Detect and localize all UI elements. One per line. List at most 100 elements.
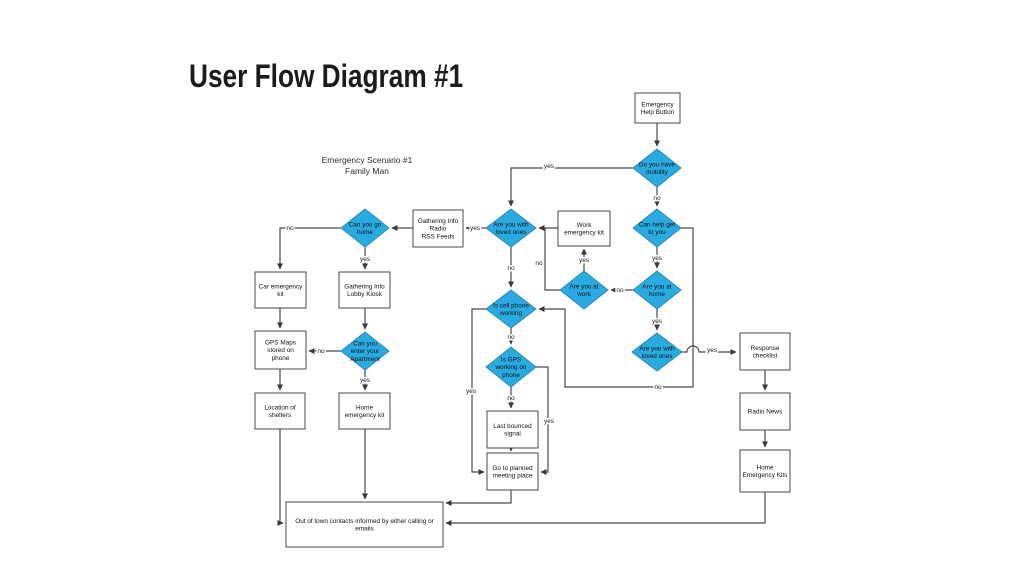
edge-label-no-can-you-enter-your-apartment: no xyxy=(317,348,325,355)
edge-can-help-get-to-you-to-is-cell-phone-working xyxy=(538,227,694,388)
edge-label-no-are-you-with-loved-ones-upper: no xyxy=(507,265,515,272)
edge-label-no-are-you-at-home: no xyxy=(616,287,624,294)
scenario-subtitle: Emergency Scenario #1 Family Man xyxy=(287,155,447,177)
are-you-with-loved-ones-lower-shape xyxy=(631,332,683,372)
work-emergency-kit-shape xyxy=(557,210,611,247)
radio-news-shape xyxy=(739,392,791,431)
can-help-get-to-you-shape xyxy=(632,208,682,248)
edge-home-emergency-kits-to-out-of-town-contacts xyxy=(445,492,766,526)
edge-label-yes-is-gps-working-on-phone: yes xyxy=(544,418,555,425)
edge-are-you-at-work-to-are-you-with-loved-ones-upper xyxy=(544,228,560,291)
gps-maps-stored-on-phone-shape xyxy=(254,330,307,370)
is-cell-phone-working-shape xyxy=(485,289,537,329)
is-gps-working-on-phone-shape xyxy=(485,346,537,388)
edge-label-yes-are-you-with-loved-ones-lower: yes xyxy=(707,347,718,354)
edge-label-no-is-gps-working-on-phone: no xyxy=(507,395,515,402)
edge-can-you-go-home-to-car-emergency-kit xyxy=(277,227,341,270)
do-you-have-mobility-shape xyxy=(632,148,682,188)
edge-labels-layer: no yes yes no yes no yes no yes no yes no yes no no yes… xyxy=(285,162,719,427)
edge-label-yes-can-help-get-to-you: yes xyxy=(652,255,663,262)
edge-label-no-can-you-go-home: no xyxy=(286,225,294,232)
out-of-town-contacts-label: Out of town contacts informed by either … xyxy=(295,518,434,533)
last-bounced-signal-shape xyxy=(486,410,539,449)
go-to-planned-meeting-place-shape xyxy=(486,452,539,491)
can-you-go-home-shape xyxy=(340,208,390,248)
radio-news: Radio News xyxy=(739,392,791,431)
edge-label-no-is-cell-phone-working: no xyxy=(507,334,515,341)
scenario-subtitle-line1: Emergency Scenario #1 xyxy=(321,155,413,165)
gathering-info-rss-shape xyxy=(412,209,464,248)
edge-label-no-do-you-have-mobility: no xyxy=(653,195,661,202)
edge-label-yes-do-you-have-mobility: yes xyxy=(544,163,555,170)
can-you-enter-your-apartment-shape xyxy=(340,331,390,371)
edge-label-yes-is-cell-phone-working: yes xyxy=(466,388,477,395)
home-emergency-kits-shape xyxy=(739,449,791,493)
location-of-shelters-shape xyxy=(254,392,306,430)
page-title: User Flow Diagram #1 xyxy=(189,58,464,94)
edge-is-gps-working-on-phone-to-go-to-planned-meeting-place xyxy=(536,366,549,475)
scenario-subtitle-line2: Family Man xyxy=(345,166,389,176)
home-emergency-kit-shape xyxy=(338,392,391,430)
edge-label-no-are-you-at-work: no xyxy=(535,260,543,267)
emergency-help-button-shape xyxy=(634,92,681,124)
edge-do-you-have-mobility-to-are-you-with-loved-ones-upper xyxy=(508,167,633,207)
edge-label-yes-can-you-go-home: yes xyxy=(360,256,371,263)
out-of-town-contacts-shape xyxy=(285,501,444,548)
response-checklist-shape xyxy=(739,332,791,371)
edge-label-yes-are-you-with-loved-ones-upper: yes xyxy=(470,225,481,232)
radio-news-label: Radio News xyxy=(748,409,782,416)
edge-location-of-shelters-to-out-of-town-contacts xyxy=(277,429,284,526)
are-you-at-home-shape xyxy=(632,270,682,310)
gathering-info-lobby-kiosk-shape xyxy=(338,271,391,309)
edge-go-to-planned-meeting-place-to-out-of-town-contacts xyxy=(445,490,512,506)
edge-label-yes-are-you-at-home: yes xyxy=(652,318,663,325)
car-emergency-kit-shape xyxy=(254,271,307,309)
edge-label-yes-can-you-enter-your-apartment: yes xyxy=(360,377,371,384)
